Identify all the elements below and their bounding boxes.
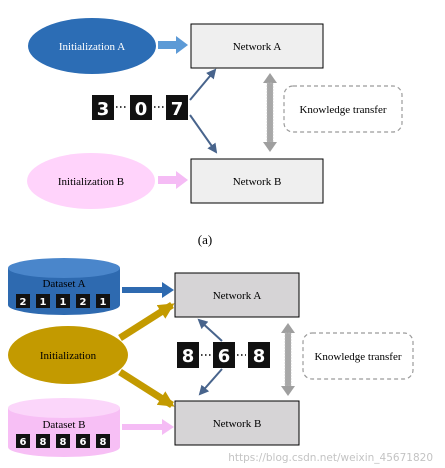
net-a-label: Network A <box>233 41 282 53</box>
init-b-ellipse <box>27 153 155 209</box>
digit-char: 2 <box>20 297 27 308</box>
digit-char: 1 <box>100 297 107 308</box>
dataset-b-digits: 6 8 8 6 8 <box>16 434 110 448</box>
init-a-ellipse <box>28 18 156 74</box>
init-a-label: Initialization A <box>59 41 125 53</box>
arrow-digits-to-net-b <box>189 114 218 154</box>
arrow-digits-to-net-a-b <box>197 318 223 342</box>
net-a-label-b: Network A <box>213 290 262 302</box>
digit-tile <box>36 294 50 308</box>
digit-char: 1 <box>40 297 47 308</box>
net-a-box <box>190 23 324 69</box>
digit-tile <box>96 434 110 448</box>
digit-tile <box>177 342 199 368</box>
init-label: Initialization <box>40 350 97 362</box>
digit-tile <box>76 294 90 308</box>
panel-caption: (a) <box>198 232 212 247</box>
dataset-a-digits: 2 1 1 2 1 <box>16 294 110 308</box>
digit-tile <box>56 434 70 448</box>
digit-tile <box>213 342 235 368</box>
digit-char: 0 <box>135 99 148 120</box>
digit-char: 2 <box>80 297 87 308</box>
net-b-panel-net-a-box <box>174 272 300 318</box>
digit-tile <box>56 294 70 308</box>
dataset-a-label: Dataset A <box>42 278 85 290</box>
digit-char: 1 <box>60 297 67 308</box>
digit-char: 8 <box>40 437 47 448</box>
watermark: https://blog.csdn.net/weixin_45671820 <box>228 452 433 464</box>
transfer-arrow-b <box>281 323 295 396</box>
digit-strip-b: 8 6 8 <box>177 342 270 368</box>
arrow-dataset-b-to-net-b <box>122 419 174 435</box>
transfer-label-b: Knowledge transfer <box>314 351 401 363</box>
arrow-dataset-a-to-net-a <box>122 282 174 298</box>
net-b-label: Network B <box>233 176 282 188</box>
net-b-label-b: Network B <box>213 418 262 430</box>
digit-tile <box>16 434 30 448</box>
arrow-init-to-net-a <box>118 302 175 341</box>
digit-tile <box>248 342 270 368</box>
digit-char: 6 <box>80 437 87 448</box>
arrow-digits-to-net-a <box>189 68 217 101</box>
transfer-arrow-a <box>263 73 277 152</box>
digit-tile <box>16 294 30 308</box>
digit-tile <box>96 294 110 308</box>
digit-char: 8 <box>60 437 67 448</box>
panel-a: Initialization A Network A 3 0 7 <box>27 18 403 247</box>
digit-tile <box>76 434 90 448</box>
digit-char: 8 <box>253 346 266 367</box>
digit-char: 8 <box>100 437 107 448</box>
digit-char: 6 <box>218 346 231 367</box>
net-b-box <box>190 158 324 204</box>
arrow-init-a-to-net-a <box>158 36 188 54</box>
digit-char: 6 <box>20 437 27 448</box>
digit-strip-a: 3 0 7 <box>92 95 188 120</box>
digit-char: 7 <box>171 99 184 120</box>
digit-char: 3 <box>97 99 110 120</box>
digit-tile <box>166 95 188 120</box>
digit-tile <box>92 95 114 120</box>
init-b-label: Initialization B <box>58 176 124 188</box>
transfer-box-b <box>302 332 414 380</box>
transfer-label-a: Knowledge transfer <box>299 104 386 116</box>
digit-tile <box>36 434 50 448</box>
panel-b: Dataset A 2 1 1 2 1 Network A Initializa… <box>8 258 414 457</box>
net-b-panel-net-b-box <box>174 400 300 446</box>
digit-char: 8 <box>182 346 195 367</box>
init-ellipse <box>8 326 128 384</box>
digit-tile <box>130 95 152 120</box>
dataset-b-label: Dataset B <box>42 419 85 431</box>
arrow-init-to-net-b <box>118 369 175 408</box>
arrow-digits-to-net-b-b <box>198 368 223 396</box>
transfer-box-a <box>283 85 403 133</box>
arrow-init-b-to-net-b <box>158 171 188 189</box>
